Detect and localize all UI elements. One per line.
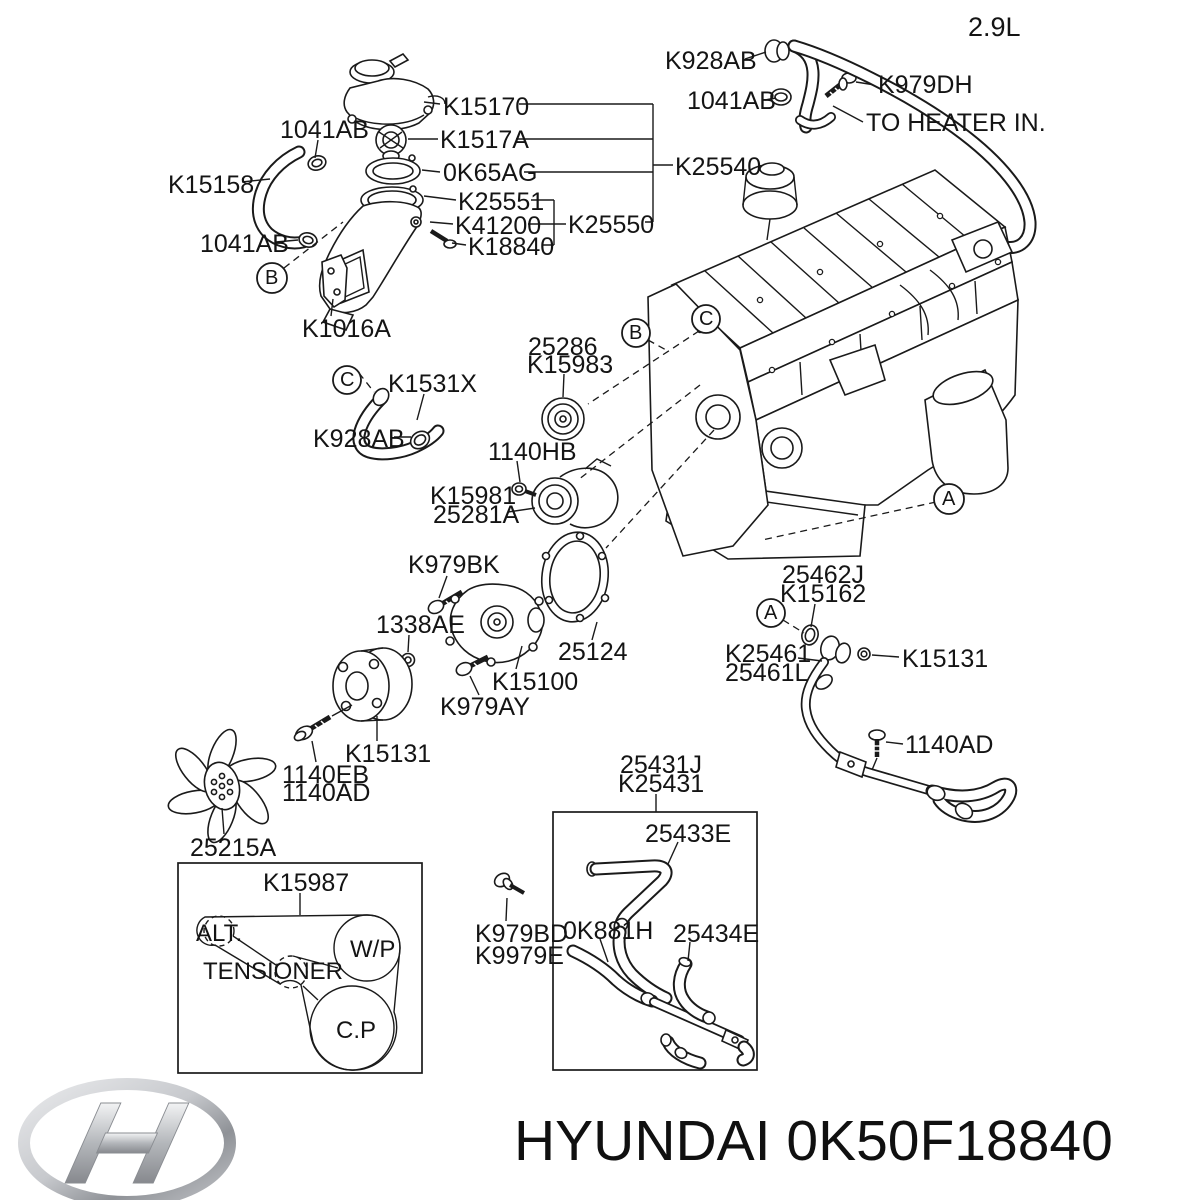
idler-pulley: [541, 397, 585, 441]
part-label-k15987: K15987: [263, 869, 350, 897]
part-label-k15131-left: K15131: [345, 740, 432, 768]
hyundai-logo: [18, 1078, 236, 1200]
belt-label-alt: ALT.: [196, 920, 243, 947]
bolt-k979dh: [824, 72, 857, 98]
part-label-k979dh: K979DH: [878, 71, 973, 99]
part-label-k979ay: K979AY: [440, 693, 530, 721]
callout-letter-a-right: A: [764, 602, 778, 624]
part-label-k979bd: K979BD: [475, 920, 569, 948]
water-pump-group: [400, 531, 610, 677]
part-label-0k65ag: 0K65AG: [443, 159, 538, 187]
part-label-1041ab-left-upper: 1041AB: [280, 116, 369, 144]
page-title: HYUNDAI 0K50F18840: [514, 1109, 1113, 1173]
part-label-k1517a: K1517A: [440, 126, 529, 154]
part-label-k928ab-mid: K928AB: [313, 425, 405, 453]
part-label-k15983: K15983: [527, 351, 614, 379]
part-label-k25540: K25540: [675, 153, 762, 181]
bolt-k979bd: [493, 872, 525, 895]
part-label-k1531x: K1531X: [388, 370, 477, 398]
engine-block-drawing: [647, 39, 1037, 560]
part-label-k15170: K15170: [443, 93, 530, 121]
part-label-1041ab-left-lower: 1041AB: [200, 230, 289, 258]
callout-circles: [256, 262, 965, 628]
part-label-25286: 25286: [528, 333, 598, 361]
belt-routing-box: [177, 862, 423, 1074]
water-inlet-pipe-assembly: [800, 624, 1018, 823]
part-label-k15158: K15158: [168, 171, 255, 199]
part-label-k25550: K25550: [568, 211, 655, 239]
callout-letter-c-engine: C: [699, 308, 714, 330]
part-label-25434e: 25434E: [673, 920, 760, 948]
bypass-hose-kit-box: [493, 811, 758, 1071]
part-label-k1016a: K1016A: [302, 315, 391, 343]
part-label-25215a: 25215A: [190, 834, 277, 862]
stud-k18840: [429, 229, 457, 249]
part-label-1338ae: 1338AE: [376, 611, 465, 639]
bolt-1140hb: [511, 482, 537, 497]
part-label-k25461: K25461: [725, 640, 812, 668]
part-label-k25431: K25431: [618, 770, 705, 798]
belt-label-wp: W/P: [350, 936, 396, 963]
part-label-k15100: K15100: [492, 668, 579, 696]
cooling-fan: [167, 728, 277, 844]
bypass-hose-k1531x: [352, 387, 445, 461]
part-label-k979bk: K979BK: [408, 551, 500, 579]
thermostat-housing-group: [318, 52, 457, 331]
belt-tensioner: [511, 458, 619, 529]
belt-label-tensioner: TENSIONER: [203, 958, 344, 985]
engine-displacement-label: 2.9L: [968, 12, 1021, 42]
bolt-1140ad-right: [868, 729, 886, 771]
part-label-k15162: K15162: [780, 580, 867, 608]
part-label-25461l: 25461L: [725, 659, 809, 687]
callout-letter-b-engine: B: [629, 322, 643, 344]
water-pump-pulley: [332, 647, 413, 722]
callout-letter-b-left: B: [265, 267, 279, 289]
part-label-1140ad-right: 1140AD: [905, 731, 994, 759]
part-label-k9979e: K9979E: [475, 942, 564, 970]
part-label-25433e: 25433E: [645, 820, 732, 848]
belt-label-cp: C.P: [336, 1017, 377, 1044]
part-label-k25551: K25551: [458, 188, 545, 216]
part-label-25431j: 25431J: [620, 751, 703, 779]
water-pump-gasket: [540, 531, 610, 623]
part-label-k15981: K15981: [430, 482, 517, 510]
part-label-0k881h: 0K881H: [563, 917, 654, 945]
part-label-k41200: K41200: [455, 212, 542, 240]
part-label-25462j: 25462J: [782, 561, 865, 589]
callout-letter-a-engine: A: [942, 488, 956, 510]
leader-lines: [221, 101, 937, 963]
part-label-25124: 25124: [558, 638, 628, 666]
part-label-1041ab-top: 1041AB: [687, 87, 776, 115]
bolt-1140eb: [293, 704, 353, 742]
part-label-k15131-right: K15131: [902, 645, 989, 673]
part-label-1140ad-left: 1140AD: [282, 779, 371, 807]
part-label-k18840: K18840: [468, 233, 555, 261]
part-label-25281a: 25281A: [433, 501, 520, 529]
heater-hose-assembly: [744, 39, 876, 134]
part-label-1140hb: 1140HB: [488, 438, 577, 466]
callout-letter-c-left: C: [340, 369, 355, 391]
annotation-to-heater-in: TO HEATER IN.: [866, 109, 1046, 137]
part-label-k928ab-top: K928AB: [665, 47, 757, 75]
part-label-1140eb: 1140EB: [282, 761, 370, 789]
